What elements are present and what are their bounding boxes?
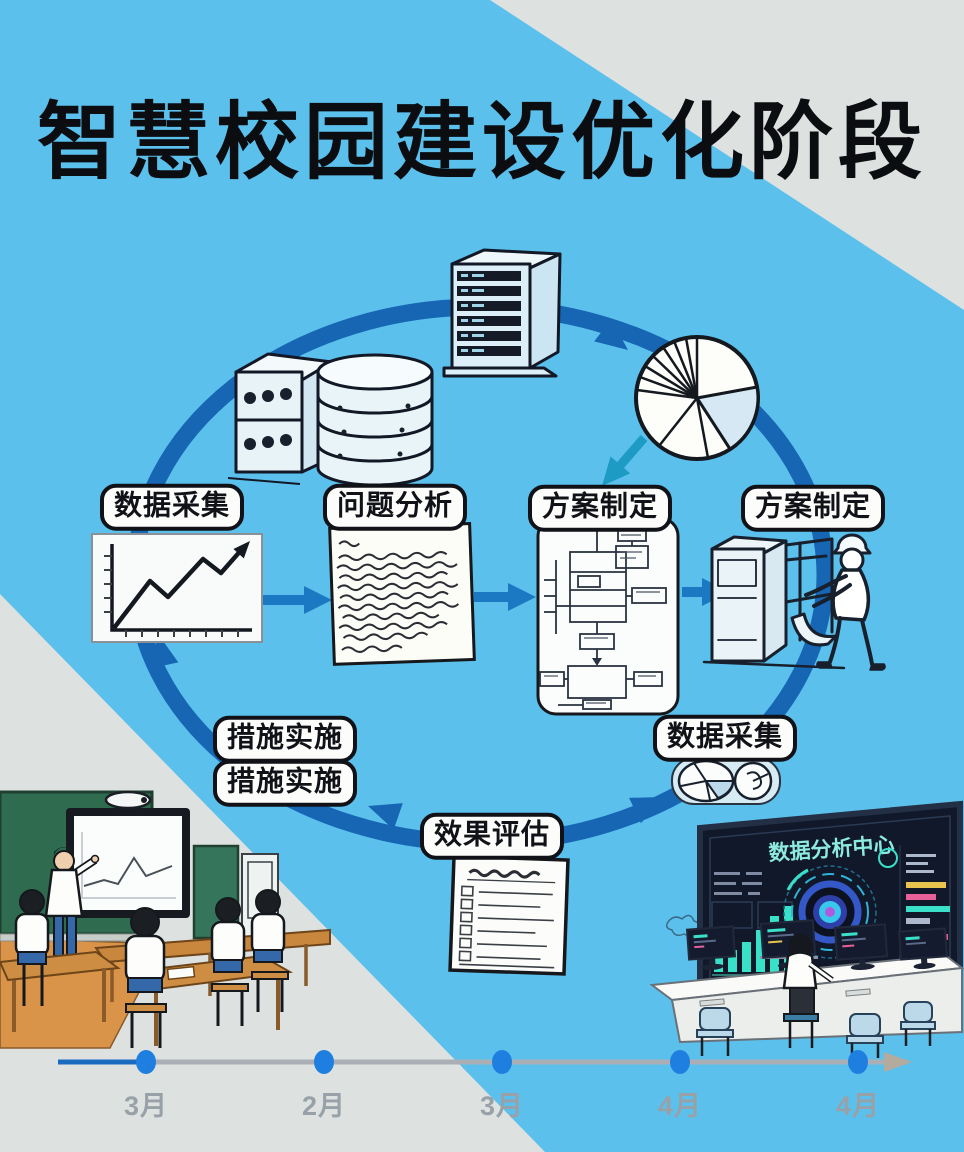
stage-plan-formulation-center: 方案制定 <box>527 484 673 532</box>
timeline-month-2: 2月 <box>301 1091 347 1121</box>
timeline-month-5: 4月 <box>835 1091 881 1121</box>
timeline-dot-4 <box>670 1050 690 1074</box>
timeline-month-4: 4月 <box>657 1091 703 1121</box>
server-rack-icon <box>442 248 562 378</box>
timeline-dot-5 <box>848 1050 868 1074</box>
stage-measures-implementation-top: 措施实施 <box>212 715 358 763</box>
pie-chart-icon <box>634 335 760 461</box>
handwritten-notes-icon <box>328 521 476 666</box>
stage-plan-formulation-right: 方案制定 <box>740 484 886 532</box>
stage-problem-analysis: 问题分析 <box>322 483 468 531</box>
mini-pie-icons <box>671 757 781 805</box>
line-chart-icon <box>91 533 263 643</box>
stage-data-collection-bottom: 数据采集 <box>652 714 798 762</box>
cycle-arrowhead-bottom-left <box>368 803 403 830</box>
flowchart-icon <box>536 516 680 716</box>
timeline <box>58 1050 912 1074</box>
checklist-icon <box>448 854 570 976</box>
timeline-arrowhead <box>884 1052 912 1072</box>
classroom-illustration <box>0 790 331 1049</box>
gauge <box>783 865 877 959</box>
chairs <box>696 1001 936 1058</box>
desk-monitors <box>685 919 948 1007</box>
cycle-arrowhead-top-right <box>594 319 628 350</box>
teacher-figure <box>44 846 100 962</box>
database-icon <box>227 352 434 487</box>
timeline-dot-3 <box>492 1050 512 1074</box>
stage-effect-evaluation: 效果评估 <box>419 812 565 860</box>
page-title: 智慧校园建设优化阶段 <box>36 95 927 189</box>
operator-figure <box>782 934 834 1048</box>
stage-measures-implementation-bottom: 措施实施 <box>212 759 358 807</box>
timeline-month-1: 3月 <box>123 1091 169 1121</box>
stage-data-collection-left: 数据采集 <box>99 483 245 531</box>
connector-arrows <box>256 578 730 614</box>
timeline-month-3: 3月 <box>479 1091 525 1121</box>
worker-machine-icon <box>702 533 886 671</box>
timeline-dot-1 <box>136 1050 156 1074</box>
cycle-arrowhead-bottom-right <box>629 797 664 824</box>
control-room-illustration: 数据分析中心 <box>649 800 964 1058</box>
timeline-dot-2 <box>314 1050 334 1074</box>
student-figures <box>14 889 289 1048</box>
